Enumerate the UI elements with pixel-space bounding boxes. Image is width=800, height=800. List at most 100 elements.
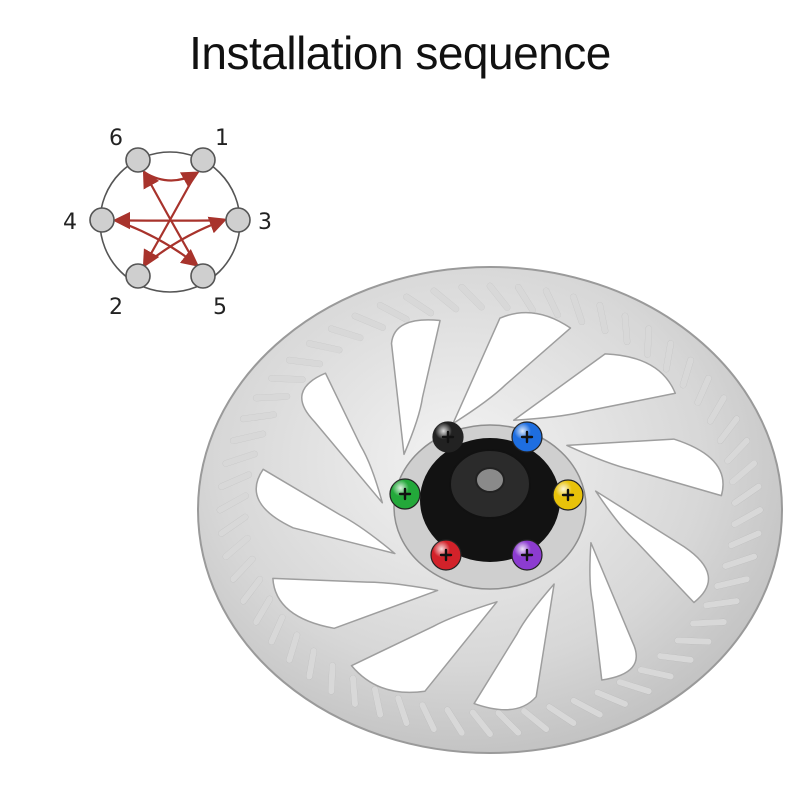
- rotor-cutout: [272, 577, 439, 630]
- vent-slot: [352, 313, 386, 331]
- bolt-hole-marker: [190, 263, 216, 289]
- vent-slot-shadow: [286, 356, 324, 368]
- vent-slot-shadow: [644, 325, 652, 358]
- vent-slot: [722, 553, 758, 569]
- bolt-number-label: 2: [109, 295, 123, 320]
- vent-slot-shadow: [351, 312, 386, 331]
- vent-slot: [680, 357, 694, 389]
- bolt-number-label: 5: [213, 295, 227, 320]
- sequence-arrow: [143, 171, 200, 188]
- vent-slot-shadow: [268, 614, 286, 645]
- vent-slot: [306, 340, 343, 354]
- vent-slot-shadow: [430, 287, 460, 313]
- vent-slot-shadow: [349, 675, 359, 708]
- vent-slot-shadow: [252, 393, 291, 402]
- vent-slot: [395, 695, 410, 727]
- vent-slot: [458, 284, 485, 311]
- bolt-number-label: 6: [109, 126, 123, 151]
- vent-slot: [570, 293, 585, 325]
- bolt-hole-marker: [125, 263, 151, 289]
- bolt-hole-marker: [190, 147, 216, 173]
- torx-head-icon: [561, 488, 575, 502]
- vent-slot: [521, 708, 550, 733]
- vent-slot-shadow: [716, 415, 740, 444]
- vent-slot: [286, 357, 323, 367]
- vent-slot: [218, 514, 249, 537]
- vent-slot-shadow: [656, 652, 694, 664]
- rotor-cutout: [473, 583, 555, 711]
- vent-slot-shadow: [486, 282, 511, 311]
- vent-slot: [419, 702, 437, 733]
- vent-slot: [240, 411, 277, 422]
- bolt-number-label: 4: [63, 210, 77, 235]
- rotor-vent-slots: [216, 282, 764, 738]
- rotor-bolt: [552, 479, 584, 511]
- vent-slot: [253, 393, 290, 401]
- torx-head-icon: [441, 430, 455, 444]
- vent-slot: [731, 483, 762, 506]
- sequence-arrow: [115, 219, 200, 267]
- vent-slot-shadow: [403, 293, 435, 317]
- vent-slot-shadow: [679, 356, 694, 389]
- vent-slot-shadow: [731, 506, 764, 528]
- vent-slot-shadow: [663, 340, 674, 373]
- vent-slot-shadow: [570, 697, 604, 718]
- vent-slot: [240, 576, 263, 605]
- torx-head-icon: [398, 487, 412, 501]
- torx-head-icon: [520, 548, 534, 562]
- sequence-arrows: [112, 169, 228, 268]
- vent-slot: [728, 530, 762, 549]
- vent-slot: [286, 631, 300, 663]
- vent-slot: [714, 576, 750, 590]
- vent-slot: [596, 302, 609, 334]
- bolt-holes: [89, 147, 251, 289]
- vent-slot: [657, 653, 694, 663]
- vent-slot-shadow: [495, 709, 522, 737]
- vent-slot-shadow: [306, 647, 317, 680]
- vent-slot-shadow: [542, 287, 561, 319]
- vent-slot: [230, 556, 256, 583]
- vent-slot: [515, 284, 536, 314]
- vent-slot-shadow: [229, 555, 256, 583]
- vent-slot: [731, 507, 763, 528]
- vent-slot-shadow: [394, 694, 410, 727]
- vent-slot-shadow: [731, 483, 762, 507]
- torx-head-icon: [520, 430, 534, 444]
- vent-slot: [674, 637, 712, 645]
- vent-slot-shadow: [240, 411, 277, 423]
- vent-slot-shadow: [371, 685, 384, 718]
- vent-slot: [644, 325, 652, 358]
- vent-slot: [703, 598, 740, 609]
- vent-slot-shadow: [674, 637, 712, 645]
- vent-slot: [694, 375, 712, 406]
- vent-slot-shadow: [216, 492, 249, 514]
- vent-slot-shadow: [545, 703, 577, 727]
- vent-slot: [328, 662, 336, 695]
- vent-slot-shadow: [713, 575, 751, 590]
- rotor-cutout: [390, 319, 441, 456]
- vent-slot-shadow: [218, 471, 252, 490]
- vent-slot: [707, 395, 727, 425]
- rotor-cutout: [566, 438, 724, 497]
- page-title: Installation sequence: [189, 27, 611, 79]
- vent-slot-shadow: [689, 618, 728, 627]
- rotor-bolt: [511, 539, 543, 571]
- vent-slot: [253, 595, 273, 625]
- vent-slot: [430, 287, 459, 312]
- vent-slot-shadow: [722, 553, 758, 570]
- rotor-bolt: [432, 421, 464, 453]
- axle-center: [475, 467, 505, 493]
- rotor-bolt: [389, 478, 421, 510]
- vent-slot-shadow: [376, 302, 410, 323]
- vent-slot-shadow: [444, 706, 466, 737]
- vent-slot: [717, 415, 740, 444]
- rotor-bolts: [389, 421, 584, 571]
- rotor-cutout: [589, 542, 637, 681]
- bolt-number-label: 1: [215, 126, 229, 151]
- vent-slot: [487, 283, 511, 311]
- vent-slot-shadow: [728, 530, 762, 549]
- rotor-cutout: [512, 353, 677, 421]
- bolt-hole-marker: [225, 207, 251, 233]
- vent-slot-shadow: [621, 312, 631, 345]
